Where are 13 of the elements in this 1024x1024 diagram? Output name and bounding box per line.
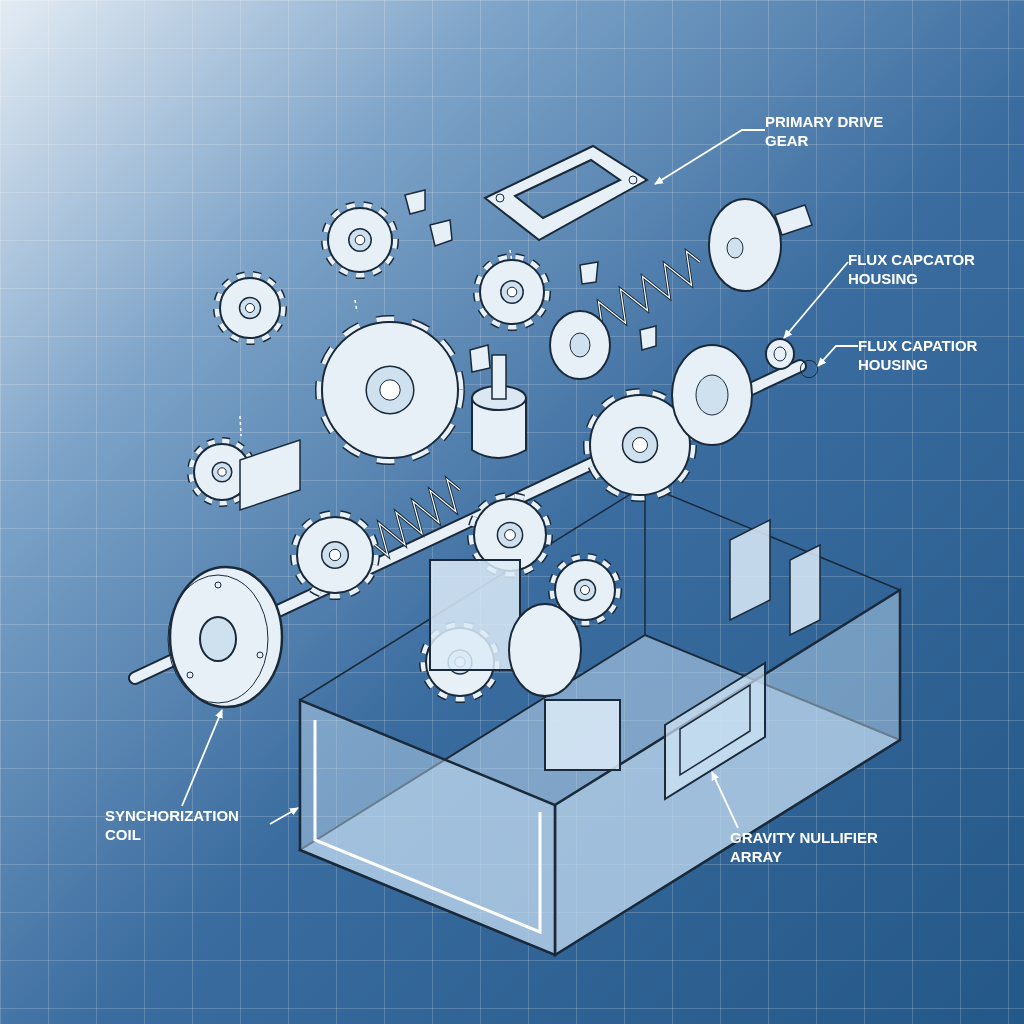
leader-line (181, 709, 223, 807)
shaft-tip-drawing (800, 360, 818, 378)
leader-line (817, 345, 859, 367)
part-label: FLUX CAPCATOR HOUSING (848, 250, 988, 288)
part-label: GRAVITY NULLIFIER ARRAY (730, 828, 900, 866)
leader-line (654, 129, 766, 185)
bearing-ring-drawing (764, 338, 796, 370)
part-label: FLUX CAPATIOR HOUSING (858, 336, 998, 374)
part-label: PRIMARY DRIVE GEAR (765, 112, 905, 150)
part-label: SYNCHORIZATION COIL (105, 806, 270, 844)
leader-line (783, 261, 849, 339)
leader-line (269, 807, 299, 825)
leader-line (711, 771, 739, 829)
